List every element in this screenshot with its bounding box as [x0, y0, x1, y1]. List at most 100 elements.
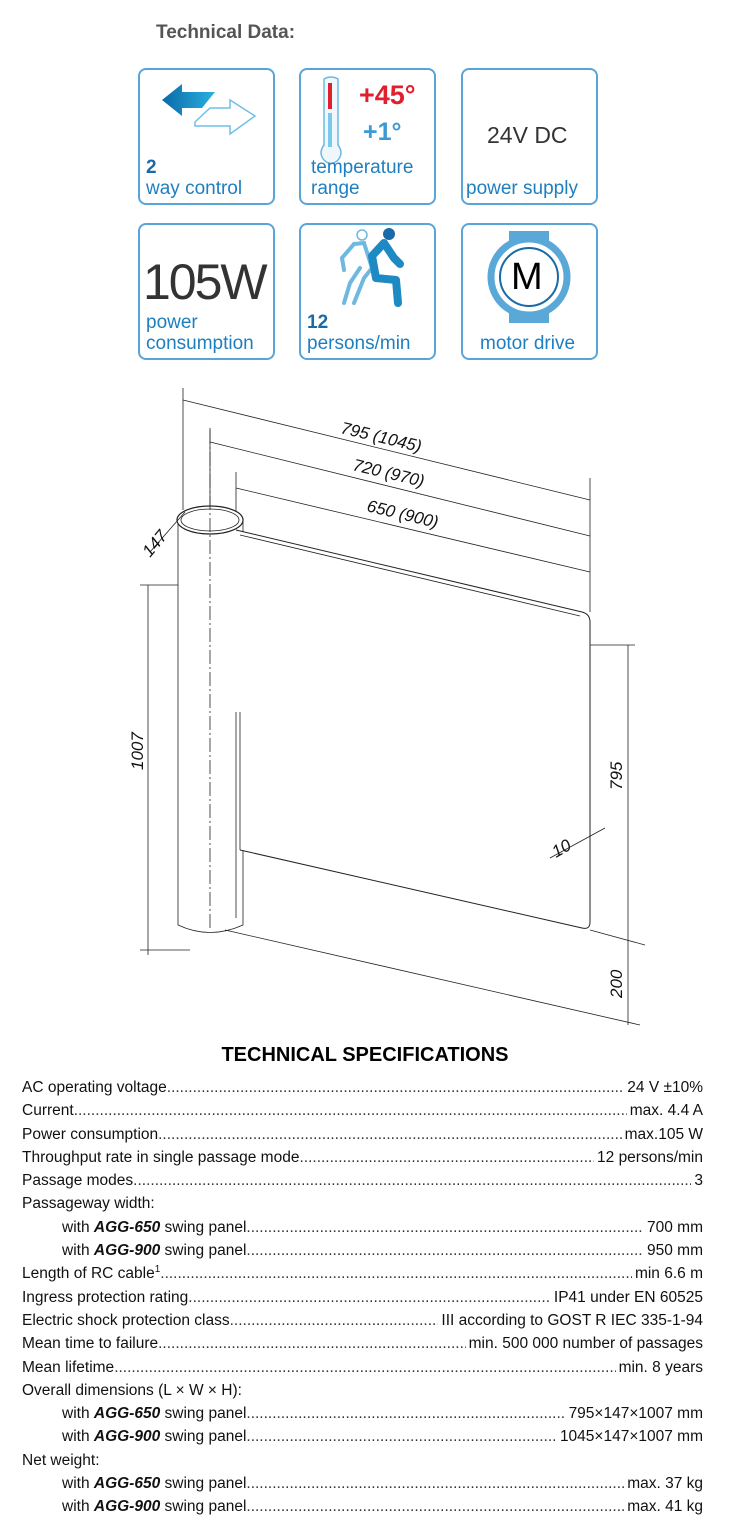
- model-name: AGG-900: [93, 1498, 161, 1516]
- spec-value: min 6.6 m: [634, 1265, 703, 1283]
- spec-label-prefix: with: [62, 1218, 94, 1236]
- model-name: AGG-650: [93, 1218, 161, 1236]
- dot-leader: [167, 1076, 625, 1099]
- dot-leader: [158, 1332, 466, 1355]
- dot-leader: [246, 1239, 644, 1262]
- spec-row: Passageway width:: [22, 1192, 703, 1215]
- spec-label: Mean lifetime: [22, 1356, 114, 1379]
- spec-label-prefix: with: [62, 1428, 94, 1446]
- spec-row: with AGG-650 swing panel 795×147×1007 mm: [22, 1402, 703, 1425]
- spec-label-text: Power consumption: [22, 1125, 159, 1143]
- spec-label: Length of RC cable1: [22, 1262, 160, 1285]
- dot-leader: [230, 1309, 439, 1332]
- spec-label-suffix: swing panel: [160, 1405, 247, 1423]
- spec-value: max.105 W: [624, 1125, 703, 1143]
- voltage-value: 24V DC: [487, 122, 568, 148]
- dot-leader: [246, 1216, 644, 1239]
- dot-leader: [246, 1472, 624, 1495]
- spec-label: Mean time to failure: [22, 1332, 158, 1355]
- spec-label: Passage modes: [22, 1169, 133, 1192]
- spec-value: 24 V ±10%: [627, 1079, 703, 1096]
- motor-icon: [487, 231, 571, 323]
- spec-label-prefix: with: [62, 1242, 94, 1260]
- spec-row: Throughput rate in single passage mode 12…: [22, 1146, 703, 1169]
- spec-row: Current max. 4.4 A: [22, 1099, 703, 1122]
- specifications-title: TECHNICAL SPECIFICATIONS: [221, 1044, 509, 1066]
- spec-label: Throughput rate in single passage mode: [22, 1146, 299, 1169]
- spec-row: Overall dimensions (L × W × H):: [22, 1379, 703, 1402]
- spec-label-suffix: swing panel: [160, 1498, 247, 1516]
- spec-row: Power consumption max.105 W: [22, 1123, 703, 1146]
- spec-row: with AGG-650 swing panel700 mm: [22, 1216, 703, 1239]
- card-motor-drive: M motor drive: [461, 223, 598, 360]
- dot-leader: [133, 1169, 691, 1192]
- spec-label: with AGG-900 swing panel: [62, 1425, 246, 1448]
- temp-max: +45°: [359, 80, 416, 110]
- spec-row: with AGG-900 swing panelmax. 41 kg: [22, 1495, 703, 1518]
- dot-leader: [114, 1356, 615, 1379]
- power-value: 105W: [143, 254, 268, 310]
- spec-label-text: AC operating voltage: [22, 1079, 167, 1096]
- spec-label-text: Mean lifetime: [22, 1358, 115, 1376]
- spec-label-text: Overall dimensions (L × W × H):: [22, 1381, 242, 1399]
- spec-row: Mean time to failure min. 500 000 number …: [22, 1332, 703, 1355]
- spec-value: 795×147×1007 mm: [568, 1405, 703, 1423]
- motor-letter: M: [511, 256, 543, 298]
- spec-value: max. 4.4 A: [629, 1102, 703, 1120]
- spec-label-text: Ingress protection rating: [22, 1288, 189, 1306]
- spec-label-text: Passage modes: [22, 1172, 134, 1190]
- dim-label-1007: 1007: [128, 732, 147, 770]
- walking-persons-icon: [339, 228, 404, 307]
- spec-row: with AGG-900 swing panel1045×147×1007 mm: [22, 1425, 703, 1448]
- spec-value: min. 500 000 number of passages: [468, 1335, 703, 1353]
- spec-value: 700 mm: [647, 1218, 703, 1236]
- spec-value: max. 37 kg: [627, 1475, 703, 1493]
- spec-label: Current: [22, 1099, 74, 1122]
- footnote-mark: 1: [154, 1264, 161, 1276]
- dim-label-795: 795: [607, 761, 626, 790]
- spec-label: with AGG-650 swing panel: [62, 1402, 246, 1425]
- spec-label: with AGG-900 swing panel: [62, 1239, 246, 1262]
- spec-value: min. 8 years: [618, 1358, 703, 1376]
- dim-label-147: 147: [139, 526, 172, 560]
- dot-leader: [246, 1495, 624, 1518]
- spec-value: 12 persons/min: [597, 1148, 703, 1166]
- spec-row: with AGG-650 swing panel max. 37 kg: [22, 1472, 703, 1495]
- spec-label-text: Net weight:: [22, 1451, 100, 1469]
- spec-value: max. 41 kg: [627, 1498, 703, 1516]
- dot-leader: [158, 1123, 621, 1146]
- model-name: AGG-900: [93, 1242, 161, 1260]
- swing-gate-dimension-drawing: 795 (1045) 720 (970) 650 (900) 147 1007 …: [128, 388, 646, 1026]
- spec-value: III according to GOST R IEC 335-1-94: [441, 1311, 703, 1329]
- spec-label-prefix: with: [62, 1405, 94, 1423]
- spec-row: Passage modes 3: [22, 1169, 703, 1192]
- spec-label-text: Electric shock protection class: [22, 1311, 230, 1329]
- spec-value: 3: [694, 1172, 703, 1190]
- card-label: motor drive: [480, 333, 576, 354]
- dim-label-720-970: 720 (970): [351, 455, 426, 490]
- dim-label-650-900: 650 (900): [365, 496, 440, 531]
- spec-label-text: Current: [22, 1102, 74, 1120]
- spec-label: Power consumption: [22, 1123, 158, 1146]
- two-way-arrows-icon: [162, 84, 257, 136]
- spec-label-suffix: swing panel: [160, 1242, 247, 1260]
- spec-label: Overall dimensions (L × W × H):: [22, 1379, 242, 1402]
- spec-label: with AGG-650 swing panel: [62, 1472, 246, 1495]
- thermometer-icon: [320, 76, 342, 165]
- spec-label-suffix: swing panel: [160, 1428, 247, 1446]
- spec-label: AC operating voltage: [22, 1076, 167, 1099]
- technical-data-heading: Technical Data:: [156, 22, 296, 43]
- model-name: AGG-650: [93, 1405, 161, 1423]
- dot-leader: [160, 1262, 632, 1285]
- card-label: power supply: [466, 178, 578, 199]
- spec-value: 950 mm: [647, 1242, 703, 1260]
- spec-label-text: Mean time to failure: [22, 1335, 159, 1353]
- spec-row: Length of RC cable1 min 6.6 m: [22, 1262, 703, 1285]
